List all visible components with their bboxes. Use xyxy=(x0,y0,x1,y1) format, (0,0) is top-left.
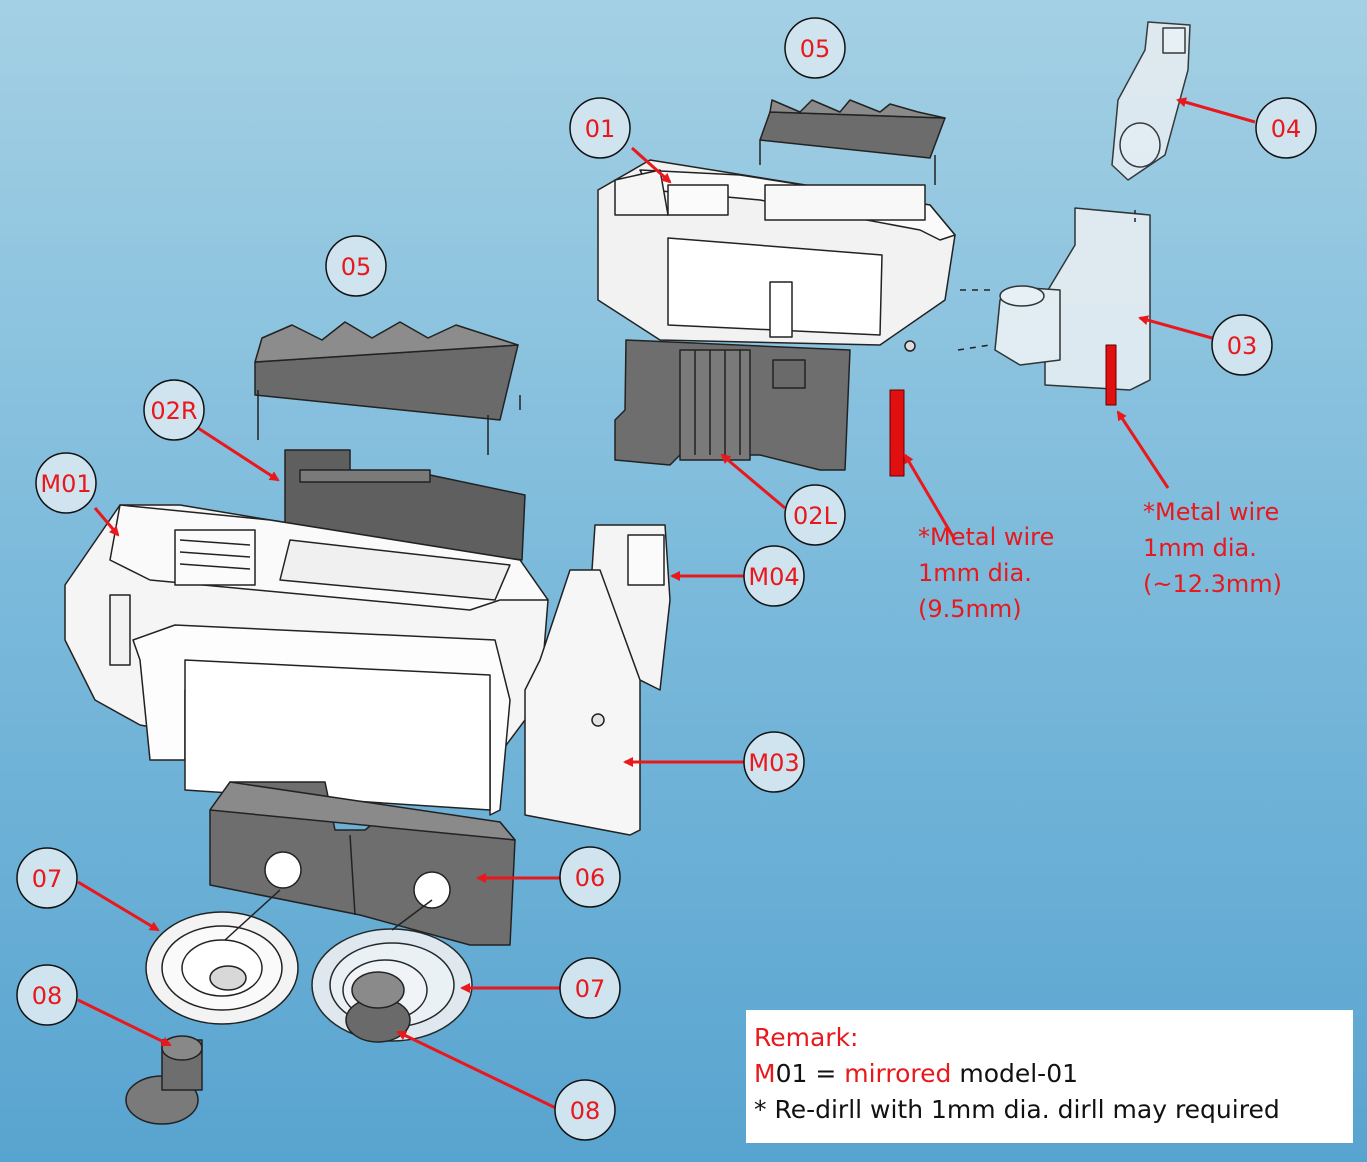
label-08-right-text: 08 xyxy=(570,1097,601,1125)
label-08-right: 08 xyxy=(554,1079,616,1141)
label-02R: 02R xyxy=(143,379,205,441)
label-M04-text: M04 xyxy=(748,563,799,591)
label-02R-text: 02R xyxy=(150,397,197,425)
label-02L-text: 02L xyxy=(793,502,838,530)
label-06: 06 xyxy=(559,846,621,908)
callout-arrows xyxy=(77,97,1256,1112)
label-01: 01 xyxy=(569,97,631,159)
wire-note-a: *Metal wire 1mm dia. (9.5mm) xyxy=(918,523,1054,623)
remark-line1-prefix: M xyxy=(754,1059,776,1088)
remark-line2: * Re-dirll with 1mm dia. dirll may requi… xyxy=(754,1095,1280,1124)
remark-line1-highlight: mirrored xyxy=(844,1059,952,1088)
part-01 xyxy=(597,159,956,352)
label-M04: M04 xyxy=(743,545,805,607)
guide-lines xyxy=(224,140,1136,941)
label-05-mid-text: 05 xyxy=(341,253,372,281)
label-01-text: 01 xyxy=(585,115,616,143)
label-07-left: 07 xyxy=(16,847,78,909)
label-03-text: 03 xyxy=(1227,332,1258,360)
label-03: 03 xyxy=(1211,314,1273,376)
label-M03-text: M03 xyxy=(748,749,799,777)
callout-bubbles: 05 01 04 05 03 02R M01 02L xyxy=(16,17,1317,1141)
label-04-text: 04 xyxy=(1271,115,1302,143)
label-08-left: 08 xyxy=(16,964,78,1026)
part-03 xyxy=(994,207,1151,391)
label-M03: M03 xyxy=(743,731,805,793)
remark-box: Remark: M01 = mirrored model-01 * Re-dir… xyxy=(746,1010,1353,1143)
label-07-right: 07 xyxy=(559,957,621,1019)
part-08-right xyxy=(345,971,411,1043)
wire-note-a-line3: (9.5mm) xyxy=(918,595,1022,623)
label-05-top: 05 xyxy=(784,17,846,79)
part-08-left xyxy=(125,1035,203,1125)
wire-note-b-line3: (~12.3mm) xyxy=(1143,570,1282,598)
metal-wire-a xyxy=(889,389,905,477)
part-M01 xyxy=(64,504,549,816)
part-04 xyxy=(1111,21,1191,181)
wire-note-b: *Metal wire 1mm dia. (~12.3mm) xyxy=(1143,498,1282,598)
wire-note-b-line1: *Metal wire xyxy=(1143,498,1279,526)
parts-illustration xyxy=(64,21,1191,1125)
label-M01: M01 xyxy=(35,452,97,514)
part-05-lower xyxy=(254,321,519,421)
wire-note-a-line1: *Metal wire xyxy=(918,523,1054,551)
label-07-right-text: 07 xyxy=(575,975,606,1003)
part-07-left xyxy=(145,911,299,1025)
part-06 xyxy=(209,781,516,946)
remark-line1-mid: 01 = xyxy=(775,1059,845,1088)
label-07-left-text: 07 xyxy=(32,865,63,893)
metal-wire-b xyxy=(1105,344,1117,406)
part-M03 xyxy=(524,569,641,836)
label-M01-text: M01 xyxy=(40,470,91,498)
label-02L: 02L xyxy=(784,484,846,546)
remark-line1: M01 = mirrored model-01 xyxy=(754,1056,1345,1092)
wire-note-a-line2: 1mm dia. xyxy=(918,559,1032,587)
label-05-top-text: 05 xyxy=(800,35,831,63)
label-06-text: 06 xyxy=(575,864,606,892)
part-05-upper xyxy=(759,99,946,159)
wire-note-b-line2: 1mm dia. xyxy=(1143,534,1257,562)
part-02L xyxy=(614,339,851,471)
remark-line1-suffix: model-01 xyxy=(951,1059,1079,1088)
remark-title: Remark: xyxy=(754,1023,859,1052)
label-08-left-text: 08 xyxy=(32,982,63,1010)
label-05-mid: 05 xyxy=(325,235,387,297)
label-04: 04 xyxy=(1255,97,1317,159)
